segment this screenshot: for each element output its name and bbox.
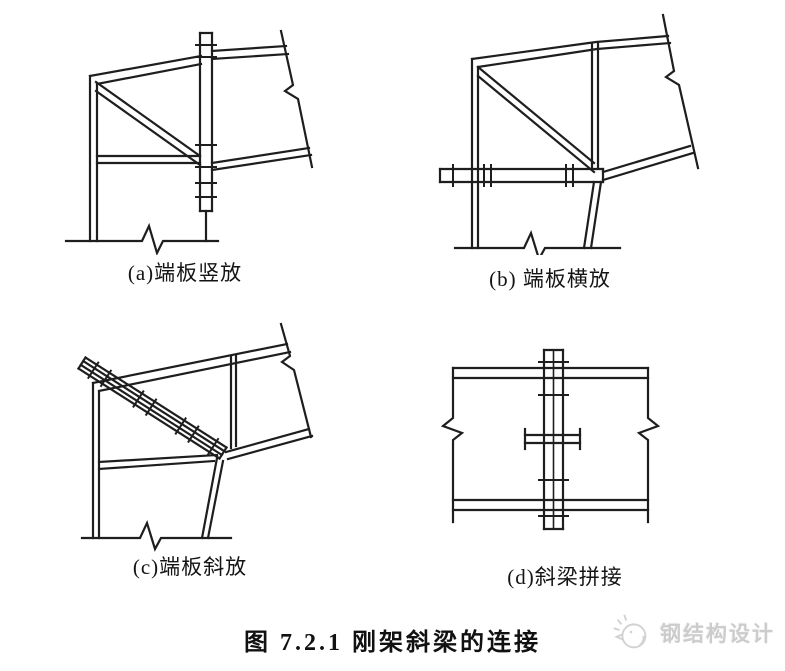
diagram-c-end-plate-inclined (50, 315, 370, 555)
watermark-text: 钢结构设计 (660, 622, 775, 646)
panel-d-label: (d)斜梁拼接 (507, 565, 623, 589)
diagram-a-end-plate-vertical (60, 5, 360, 255)
watermark: 钢结构设计 (608, 610, 775, 656)
diagram-b-end-plate-horizontal (420, 5, 740, 255)
panel-c-label: (c)端板斜放 (132, 555, 248, 579)
figure-caption: 图 7.2.1 刚架斜梁的连接 (244, 630, 541, 656)
diagram-d-rafter-splice (430, 330, 750, 550)
panel-a-label: (a)端板竖放 (127, 261, 243, 285)
panel-b-label: (b) 端板横放 (489, 267, 611, 291)
bird-logo-icon (613, 614, 647, 649)
